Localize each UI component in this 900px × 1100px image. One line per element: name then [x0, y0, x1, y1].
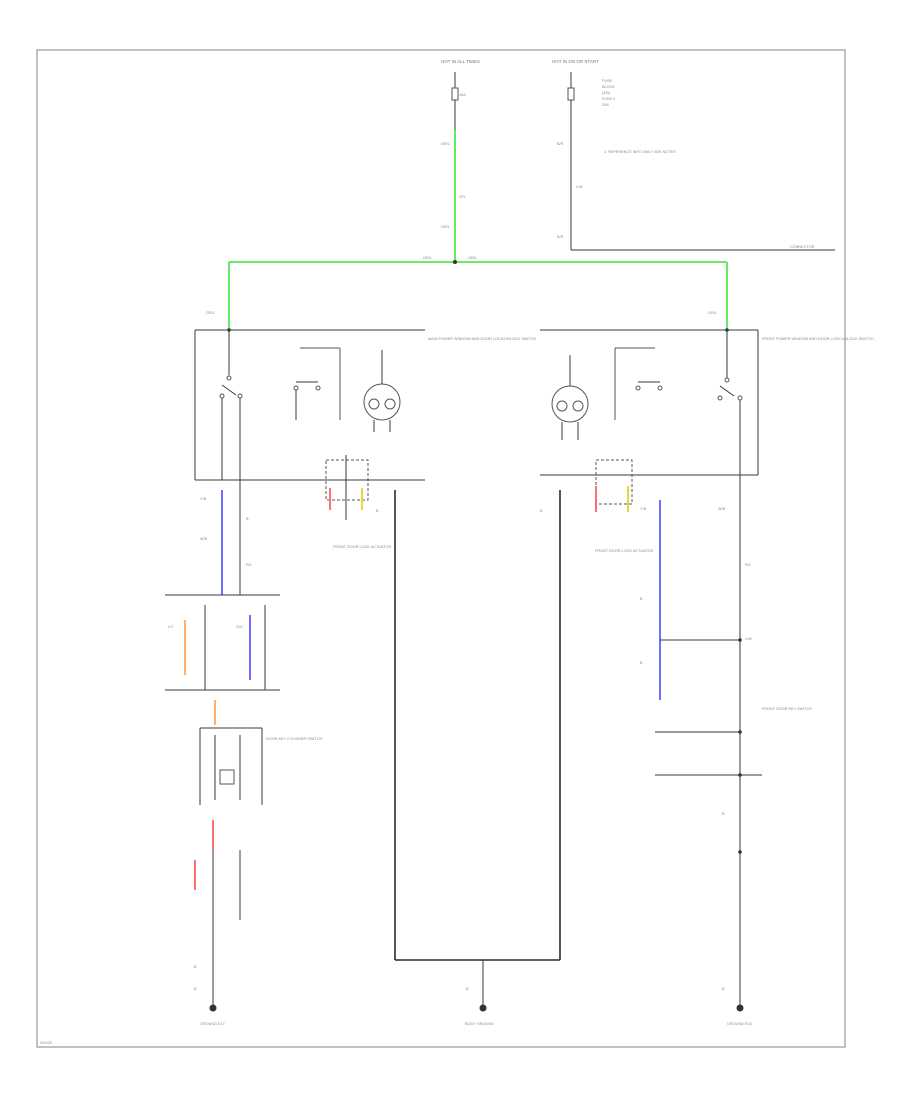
right-switch-assembly: FRONT POWER WINDOW AND DOOR LOCK/UNLOCK … [540, 329, 874, 553]
wire-code-right-a: B/R [557, 142, 564, 146]
left-switch-assembly: MAIN POWER WINDOW AND DOOR LOCK/UNLOCK S… [194, 329, 536, 549]
left-code-2: B [246, 517, 249, 521]
ground-left-label: GROUND E17 [200, 1022, 225, 1026]
left-switch-label: MAIN POWER WINDOW AND DOOR LOCK/UNLOCK S… [428, 337, 536, 341]
right-code-1: Y/B [640, 507, 647, 511]
bus-code-right: GR/L [468, 256, 477, 260]
fuse-note-2: BLOCK [602, 85, 615, 89]
top-right-power-source: HOT IN ON OR START FUSE BLOCK (J/B) FUSE… [552, 59, 835, 251]
right-wire-chain: Y/B W/B R/L B L/W B FRONT DOOR KEY SWITC… [640, 475, 812, 1005]
left-code-1: Y/B [200, 497, 207, 501]
hot-label-center: HOT IN ALL TIMES [441, 59, 480, 64]
left-actuator-label: FRONT DOOR LOCK ACTUATOR [333, 545, 391, 549]
left-wire-chain: Y/B B W/B R/L L/Y G/O DOOR KEY CYLINDER … [165, 480, 323, 1005]
left-code-7: B [194, 965, 197, 969]
right-switch-label: FRONT POWER WINDOW AND DOOR LOCK/UNLOCK … [762, 337, 874, 341]
left-code-8: B [194, 987, 197, 991]
right-code-6: B [640, 661, 643, 665]
ground-right-icon [736, 1004, 744, 1012]
fuse-note-1: FUSE [602, 79, 613, 83]
note-right: 1: REFERENCE INFO ONLY SEE NOTES [604, 150, 676, 154]
right-code-2: W/B [718, 507, 726, 511]
wire-code-center-a: GR/L [441, 142, 450, 146]
bus-code-drop-right: GR/L [708, 311, 717, 315]
ground-center-label: BODY GROUND [465, 1022, 494, 1026]
fuse-note-4: FUSE 2 [602, 97, 615, 101]
diagram-id: W1025 [40, 1041, 52, 1045]
ground-left-icon [209, 1004, 217, 1012]
left-code-4: R/L [246, 563, 252, 567]
left-actuator-box [325, 459, 369, 501]
left-code-5: L/Y [168, 625, 174, 629]
right-actuator-label: FRONT DOOR LOCK ACTUATOR [595, 549, 653, 553]
right-actuator-box [595, 459, 633, 505]
wire-code-center-b: G/Y [459, 195, 466, 199]
bus-code-left: GR/L [423, 256, 432, 260]
fuse-note-3: (J/B) [602, 91, 611, 95]
center-ground-loop: B B B [376, 490, 561, 1005]
ground-center: BODY GROUND [465, 1004, 494, 1026]
ground-right: GROUND E43 [727, 1004, 752, 1026]
wire-code-right-b: L/W [576, 185, 583, 189]
green-power-bus: GR/L GR/L GR/L GR/L [206, 256, 729, 332]
wire-code-right-c: B/R [557, 235, 564, 239]
hot-label-right: HOT IN ON OR START [552, 59, 599, 64]
center-code-right: B [540, 509, 543, 513]
right-code-3: R/L [745, 563, 751, 567]
wire-code-center-c: GR/L [441, 225, 450, 229]
right-code-5: L/W [745, 637, 752, 641]
bus-code-drop-left: GR/L [206, 311, 215, 315]
right-code-8: B [722, 987, 725, 991]
right-code-7: B [722, 812, 725, 816]
ground-right-label: GROUND E43 [727, 1022, 752, 1026]
fuse-right [567, 87, 575, 101]
ref-right: CONNECTOR [790, 245, 815, 249]
right-code-4: B [640, 597, 643, 601]
bus-splice [453, 260, 457, 264]
left-code-3: W/B [200, 537, 208, 541]
top-center-power-source: HOT IN ALL TIMES 10A GR/L G/Y GR/L [441, 59, 480, 262]
center-code-left: B [376, 509, 379, 513]
fuse-label-center: 10A [459, 93, 466, 97]
diagram-frame [36, 49, 846, 1048]
ground-center-icon [479, 1004, 487, 1012]
left-code-6: G/O [236, 625, 243, 629]
right-door-switch-label: FRONT DOOR KEY SWITCH [762, 707, 812, 711]
fuse-note-5: 20A [602, 103, 609, 107]
center-code-ground: B [466, 987, 469, 991]
left-door-switch-label: DOOR KEY CYLINDER SWITCH [266, 737, 323, 741]
fuse-center [451, 87, 459, 101]
ground-left: GROUND E17 [200, 1004, 225, 1026]
